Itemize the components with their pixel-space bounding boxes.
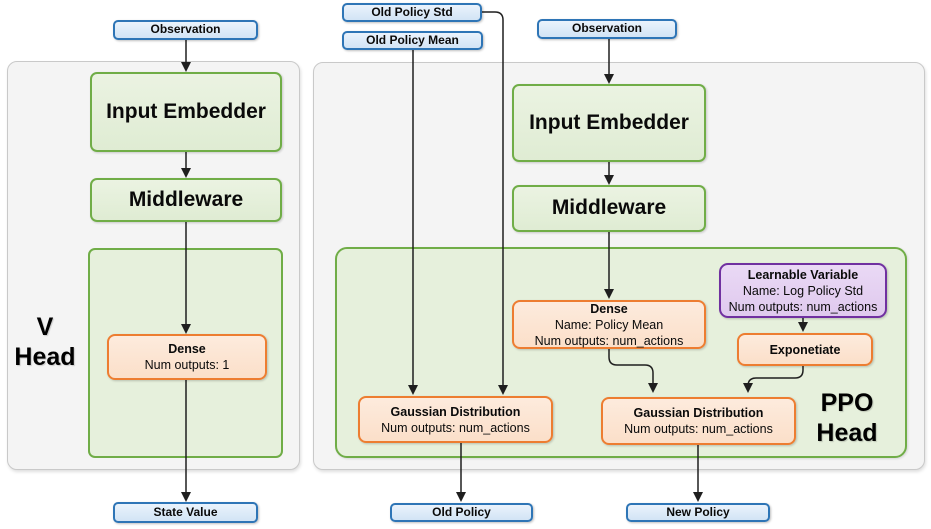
old-policy-label: Old Policy	[432, 504, 491, 519]
middleware-label-v: Middleware	[128, 187, 244, 211]
observation-label-v: Observation	[150, 22, 221, 37]
learnable-variable-name: Name: Log Policy Std	[742, 283, 864, 298]
old-policy-std-node: Old Policy Std	[342, 3, 482, 22]
observation-node-v: Observation	[113, 20, 258, 40]
old-policy-std-label: Old Policy Std	[371, 4, 453, 19]
observation-label-ppo: Observation	[571, 21, 643, 36]
arrow-old-policy-std-to-gaussian-old	[482, 11, 508, 395]
state-value-node: State Value	[113, 502, 258, 523]
middleware-node-ppo: Middleware	[512, 185, 706, 232]
new-policy-node: New Policy	[626, 503, 770, 522]
old-policy-mean-label: Old Policy Mean	[366, 32, 459, 47]
gaussian-old-outputs: Num outputs: num_actions	[381, 420, 530, 435]
arrow-exponetiate-to-gaussian-new	[743, 366, 804, 393]
ppo-head-label-line1: PPO	[820, 389, 874, 417]
gaussian-new-outputs: Num outputs: num_actions	[624, 422, 773, 436]
v-head-label-line1: V	[36, 313, 54, 341]
middleware-label-ppo: Middleware	[551, 196, 667, 220]
input-embedder-label-v: Input Embedder	[106, 99, 266, 123]
input-embedder-node-v: Input Embedder	[90, 72, 282, 152]
dense-name-ppo: Name: Policy Mean	[554, 317, 664, 332]
old-policy-node: Old Policy	[390, 503, 533, 522]
dense-policy-mean-node: Dense Name: Policy Mean Num outputs: num…	[512, 300, 706, 349]
dense-title-v: Dense	[168, 342, 206, 356]
learnable-variable-title: Learnable Variable	[747, 267, 859, 282]
arrow-dense-to-gaussian-new	[608, 349, 658, 393]
learnable-variable-node: Learnable Variable Name: Log Policy Std …	[719, 263, 887, 318]
observation-node-ppo: Observation	[537, 19, 677, 39]
middleware-node-v: Middleware	[90, 178, 282, 222]
ppo-head-label-line2: Head	[816, 419, 878, 447]
v-head-label-line2: Head	[14, 343, 76, 371]
new-policy-label: New Policy	[666, 504, 730, 519]
gaussian-distribution-old-node: Gaussian Distribution Num outputs: num_a…	[358, 396, 553, 443]
exponetiate-node: Exponetiate	[737, 333, 873, 366]
dense-outputs-ppo: Num outputs: num_actions	[534, 333, 684, 348]
input-embedder-label-ppo: Input Embedder	[529, 110, 689, 134]
dense-outputs-v: Num outputs: 1	[144, 358, 230, 372]
exponetiate-label: Exponetiate	[769, 342, 841, 357]
gaussian-old-title: Gaussian Distribution	[390, 404, 521, 419]
state-value-label: State Value	[153, 504, 218, 519]
old-policy-mean-node: Old Policy Mean	[342, 31, 483, 50]
ppo-head-label: PPO Head	[805, 388, 889, 448]
learnable-variable-outputs: Num outputs: num_actions	[728, 299, 878, 314]
gaussian-distribution-new-node: Gaussian Distribution Num outputs: num_a…	[601, 397, 796, 445]
dense-title-ppo: Dense	[590, 301, 628, 316]
input-embedder-node-ppo: Input Embedder	[512, 84, 706, 162]
gaussian-new-title: Gaussian Distribution	[633, 406, 764, 420]
v-head-label: V Head	[9, 312, 81, 372]
dense-node-v: Dense Num outputs: 1	[107, 334, 267, 380]
